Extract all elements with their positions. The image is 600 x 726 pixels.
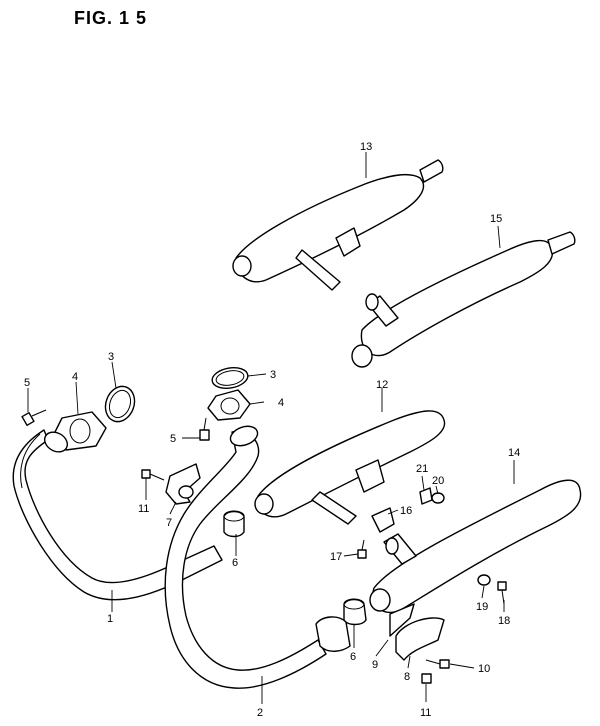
- callout-20: 20: [432, 475, 444, 487]
- callout-4-left: 4: [72, 371, 78, 383]
- callout-6-upper: 6: [232, 557, 238, 569]
- callout-13: 13: [360, 141, 372, 153]
- muffler-12: [254, 410, 446, 525]
- clamp-16: [371, 507, 395, 533]
- muffler-15: [351, 231, 576, 368]
- callout-12: 12: [376, 379, 388, 391]
- bolt-11-lower: [421, 673, 432, 684]
- gasket-3-right: [211, 366, 249, 390]
- connector-6-upper: [223, 510, 245, 538]
- connector-6-lower: [343, 598, 367, 626]
- flange-4-right: [207, 389, 251, 421]
- muffler-13: [232, 159, 444, 291]
- callout-9: 9: [372, 659, 378, 671]
- cover-8: [395, 617, 445, 661]
- callout-10: 10: [478, 663, 490, 675]
- callout-11-lower: 11: [420, 707, 431, 719]
- callout-15: 15: [490, 213, 502, 225]
- bolt-17: [357, 539, 367, 559]
- callout-5-right: 5: [170, 433, 176, 445]
- figure-title: FIG. 1 5: [74, 8, 148, 28]
- exhaust-pipe-rear: [164, 430, 351, 689]
- callout-17: 17: [330, 551, 342, 563]
- callout-21: 21: [416, 463, 428, 475]
- washer-19: [477, 574, 491, 586]
- bolt-18: [497, 581, 507, 605]
- bolt-5-left: [21, 409, 47, 427]
- nut-21: [419, 487, 433, 505]
- bolt-10: [425, 659, 450, 669]
- callout-4-right: 4: [278, 397, 284, 409]
- callout-3-right: 3: [270, 369, 276, 381]
- bolt-11-upper: [141, 469, 165, 481]
- muffler-14: [369, 479, 582, 614]
- bracket-9: [389, 603, 415, 637]
- callout-5-left: 5: [24, 377, 30, 389]
- bolt-5-right: [199, 417, 210, 441]
- callout-18: 18: [498, 615, 510, 627]
- callout-19: 19: [476, 601, 488, 613]
- callout-1: 1: [107, 613, 113, 625]
- callout-2: 2: [257, 707, 263, 719]
- washer-20: [431, 492, 445, 504]
- callout-16: 16: [400, 505, 412, 517]
- callout-6-lower: 6: [350, 651, 356, 663]
- callout-3-left: 3: [108, 351, 114, 363]
- callout-7: 7: [166, 517, 172, 529]
- callout-11-upper: 11: [138, 503, 149, 515]
- gasket-3-left: [104, 385, 136, 423]
- leader-lines: [27, 152, 515, 704]
- callout-8: 8: [404, 671, 410, 683]
- callout-14: 14: [508, 447, 520, 459]
